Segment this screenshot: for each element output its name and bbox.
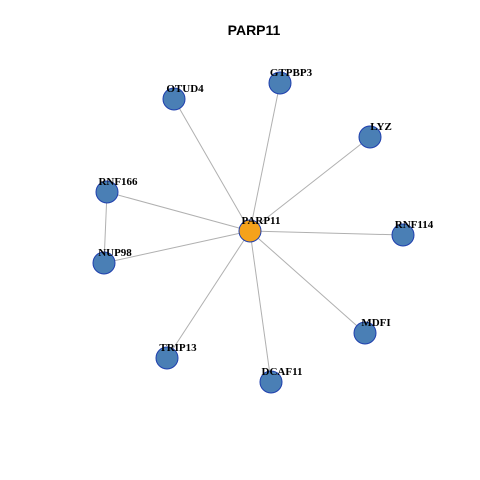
edge-parp11-gtpbp3 — [249, 82, 281, 232]
node-circle-rnf114[interactable] — [391, 223, 415, 247]
node-circle-parp11[interactable] — [238, 219, 262, 243]
node-circle-rnf166[interactable] — [95, 180, 119, 204]
edge-parp11-dcaf11 — [249, 230, 272, 383]
node-circle-gtpbp3[interactable] — [268, 71, 292, 95]
node-circle-dcaf11[interactable] — [259, 370, 283, 394]
node-parp11[interactable]: PARP11 — [238, 215, 281, 243]
edge-parp11-otud4 — [173, 98, 251, 232]
edge-rnf166-nup98 — [103, 191, 108, 264]
node-trip13[interactable]: TRIP13 — [155, 342, 197, 370]
edge-parp11-rnf166 — [106, 191, 251, 232]
node-rnf166[interactable]: RNF166 — [95, 176, 138, 204]
node-circle-trip13[interactable] — [155, 346, 179, 370]
node-gtpbp3[interactable]: GTPBP3 — [268, 67, 313, 95]
node-circle-lyz[interactable] — [358, 125, 382, 149]
node-lyz[interactable]: LYZ — [358, 121, 392, 149]
node-label-otud4: OTUD4 — [166, 83, 204, 95]
edge-parp11-lyz — [249, 136, 371, 232]
node-label-parp11: PARP11 — [242, 215, 281, 227]
node-circle-nup98[interactable] — [92, 251, 116, 275]
node-circle-mdfi[interactable] — [353, 321, 377, 345]
node-label-nup98: NUP98 — [98, 247, 132, 259]
node-circle-otud4[interactable] — [162, 87, 186, 111]
edge-parp11-nup98 — [103, 230, 251, 264]
edge-layer — [103, 82, 404, 383]
node-label-mdfi: MDFI — [361, 317, 390, 329]
node-mdfi[interactable]: MDFI — [353, 317, 391, 345]
node-rnf114[interactable]: RNF114 — [391, 219, 434, 247]
node-label-trip13: TRIP13 — [159, 342, 197, 354]
node-label-dcaf11: DCAF11 — [262, 366, 303, 378]
node-label-gtpbp3: GTPBP3 — [270, 67, 313, 79]
node-label-rnf114: RNF114 — [395, 219, 434, 231]
edge-parp11-trip13 — [166, 230, 251, 359]
graph-title: PARP11 — [228, 22, 281, 38]
edge-parp11-mdfi — [249, 230, 366, 334]
node-label-lyz: LYZ — [370, 121, 392, 133]
node-label-rnf166: RNF166 — [98, 176, 138, 188]
node-nup98[interactable]: NUP98 — [92, 247, 132, 275]
node-dcaf11[interactable]: DCAF11 — [259, 366, 303, 394]
node-otud4[interactable]: OTUD4 — [162, 83, 204, 111]
edge-parp11-rnf114 — [249, 230, 404, 236]
